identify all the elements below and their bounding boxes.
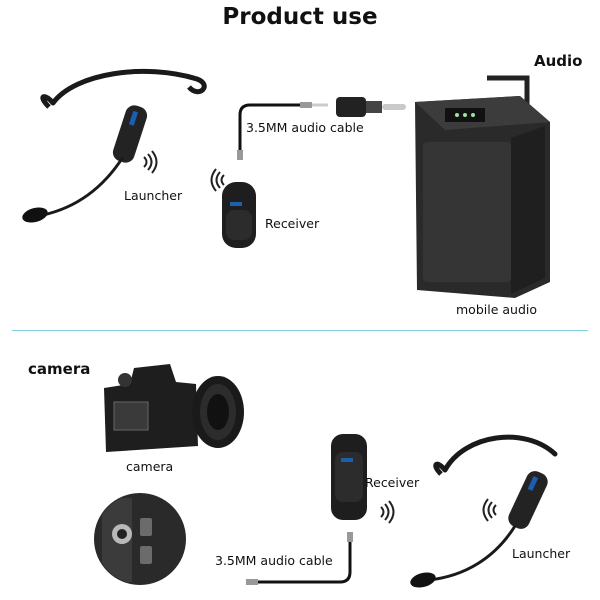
camera-port-closeup-image: [94, 493, 186, 585]
label-launcher-top: Launcher: [124, 188, 183, 203]
label-cable-bottom: 3.5MM audio cable: [215, 553, 333, 568]
section-title-camera: camera: [28, 360, 91, 378]
receiver-image-top: [222, 182, 256, 248]
audio-cable-top: [237, 102, 328, 160]
signal-icon-top-launcher: [143, 150, 158, 174]
headset-image-top: [22, 68, 207, 223]
label-cable-top: 3.5MM audio cable: [246, 120, 364, 135]
signal-icon-bottom-launcher: [482, 498, 497, 522]
label-receiver-bottom: Receiver: [365, 475, 420, 490]
camera-image: [104, 364, 244, 452]
section-divider: [12, 330, 588, 331]
label-camera: camera: [126, 459, 174, 474]
jack-adapter-image: [336, 97, 406, 117]
receiver-image-bottom: [331, 434, 367, 520]
speaker-image: [415, 75, 550, 298]
label-mobile-audio: mobile audio: [456, 302, 538, 317]
signal-icon-top-receiver: [210, 168, 225, 192]
label-launcher-bottom: Launcher: [512, 546, 571, 561]
label-receiver-top: Receiver: [265, 216, 320, 231]
headset-image-bottom: [410, 434, 558, 588]
section-title-audio: Audio: [534, 52, 583, 70]
page-title: Product use: [222, 4, 378, 30]
signal-icon-bottom-receiver: [380, 500, 395, 524]
audio-cable-bottom: [246, 532, 353, 585]
